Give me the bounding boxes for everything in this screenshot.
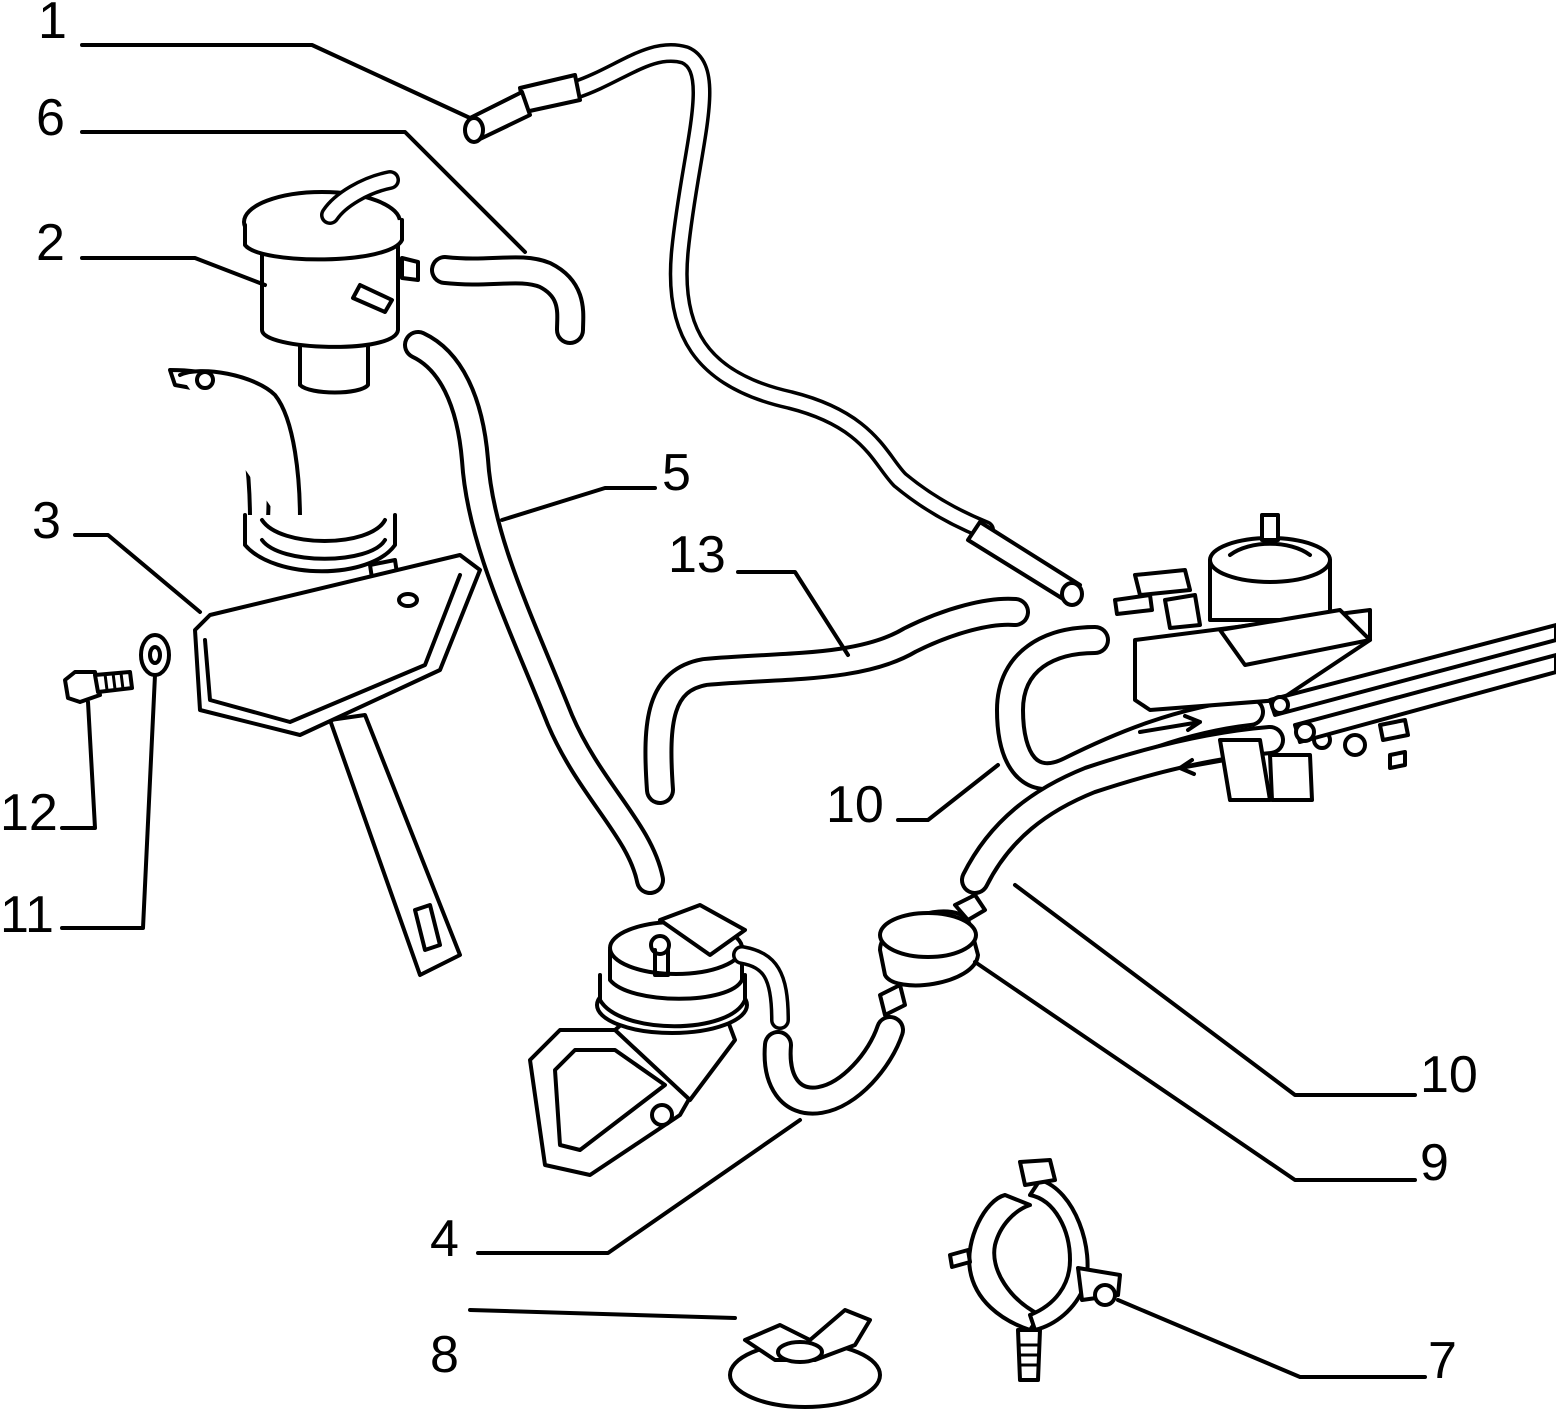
callout-6: 6 [36,89,65,147]
leader-2 [80,256,267,287]
callout-5: 5 [662,444,691,502]
leader-13 [736,570,850,657]
part-1-long-fuel-hose [463,43,1084,607]
callout-4: 4 [430,1210,459,1268]
leader-lines [60,43,1427,1379]
part-11-washer [139,633,171,677]
part-3-bracket [168,368,482,977]
part-10-feed-hose [960,714,1285,895]
part-5-hose [403,330,665,895]
leader-5 [500,486,657,522]
leader-10a [896,763,1000,822]
callout-labels: 1 6 2 3 5 13 12 11 10 10 9 4 8 7 [0,0,1478,1390]
callout-11: 11 [0,886,54,944]
part-13-hose [643,596,1030,805]
part-7-hose-clamp [948,1158,1122,1382]
callout-3: 3 [32,492,61,550]
leader-8 [468,1308,737,1320]
leader-7 [1116,1298,1427,1379]
part-10-return-hose [995,625,1265,792]
part-8-clip [728,1308,882,1409]
callout-10-lower: 10 [1420,1046,1478,1104]
callout-8: 8 [430,1326,459,1384]
callout-13: 13 [668,526,726,584]
leader-11 [60,673,157,930]
leader-12 [60,700,97,830]
leader-6 [80,130,527,254]
part-12-bolt [63,670,134,704]
leader-1 [80,43,472,120]
callout-1: 1 [38,0,67,50]
callout-9: 9 [1420,1134,1449,1192]
callout-7: 7 [1428,1332,1457,1390]
callout-10-upper: 10 [826,776,884,834]
carburettor [1113,513,1556,802]
leader-10b [1013,883,1417,1097]
fuel-pump [528,903,790,1177]
part-9-fuel-filter [878,893,987,1017]
callout-2: 2 [36,214,65,272]
leader-3 [73,533,202,614]
part-4-hose [762,1015,905,1116]
callout-12: 12 [0,784,58,842]
leader-4 [476,1118,802,1255]
part-6-short-hose [430,255,586,345]
part-2-vapour-canister [242,170,420,395]
leader-9 [973,960,1417,1182]
